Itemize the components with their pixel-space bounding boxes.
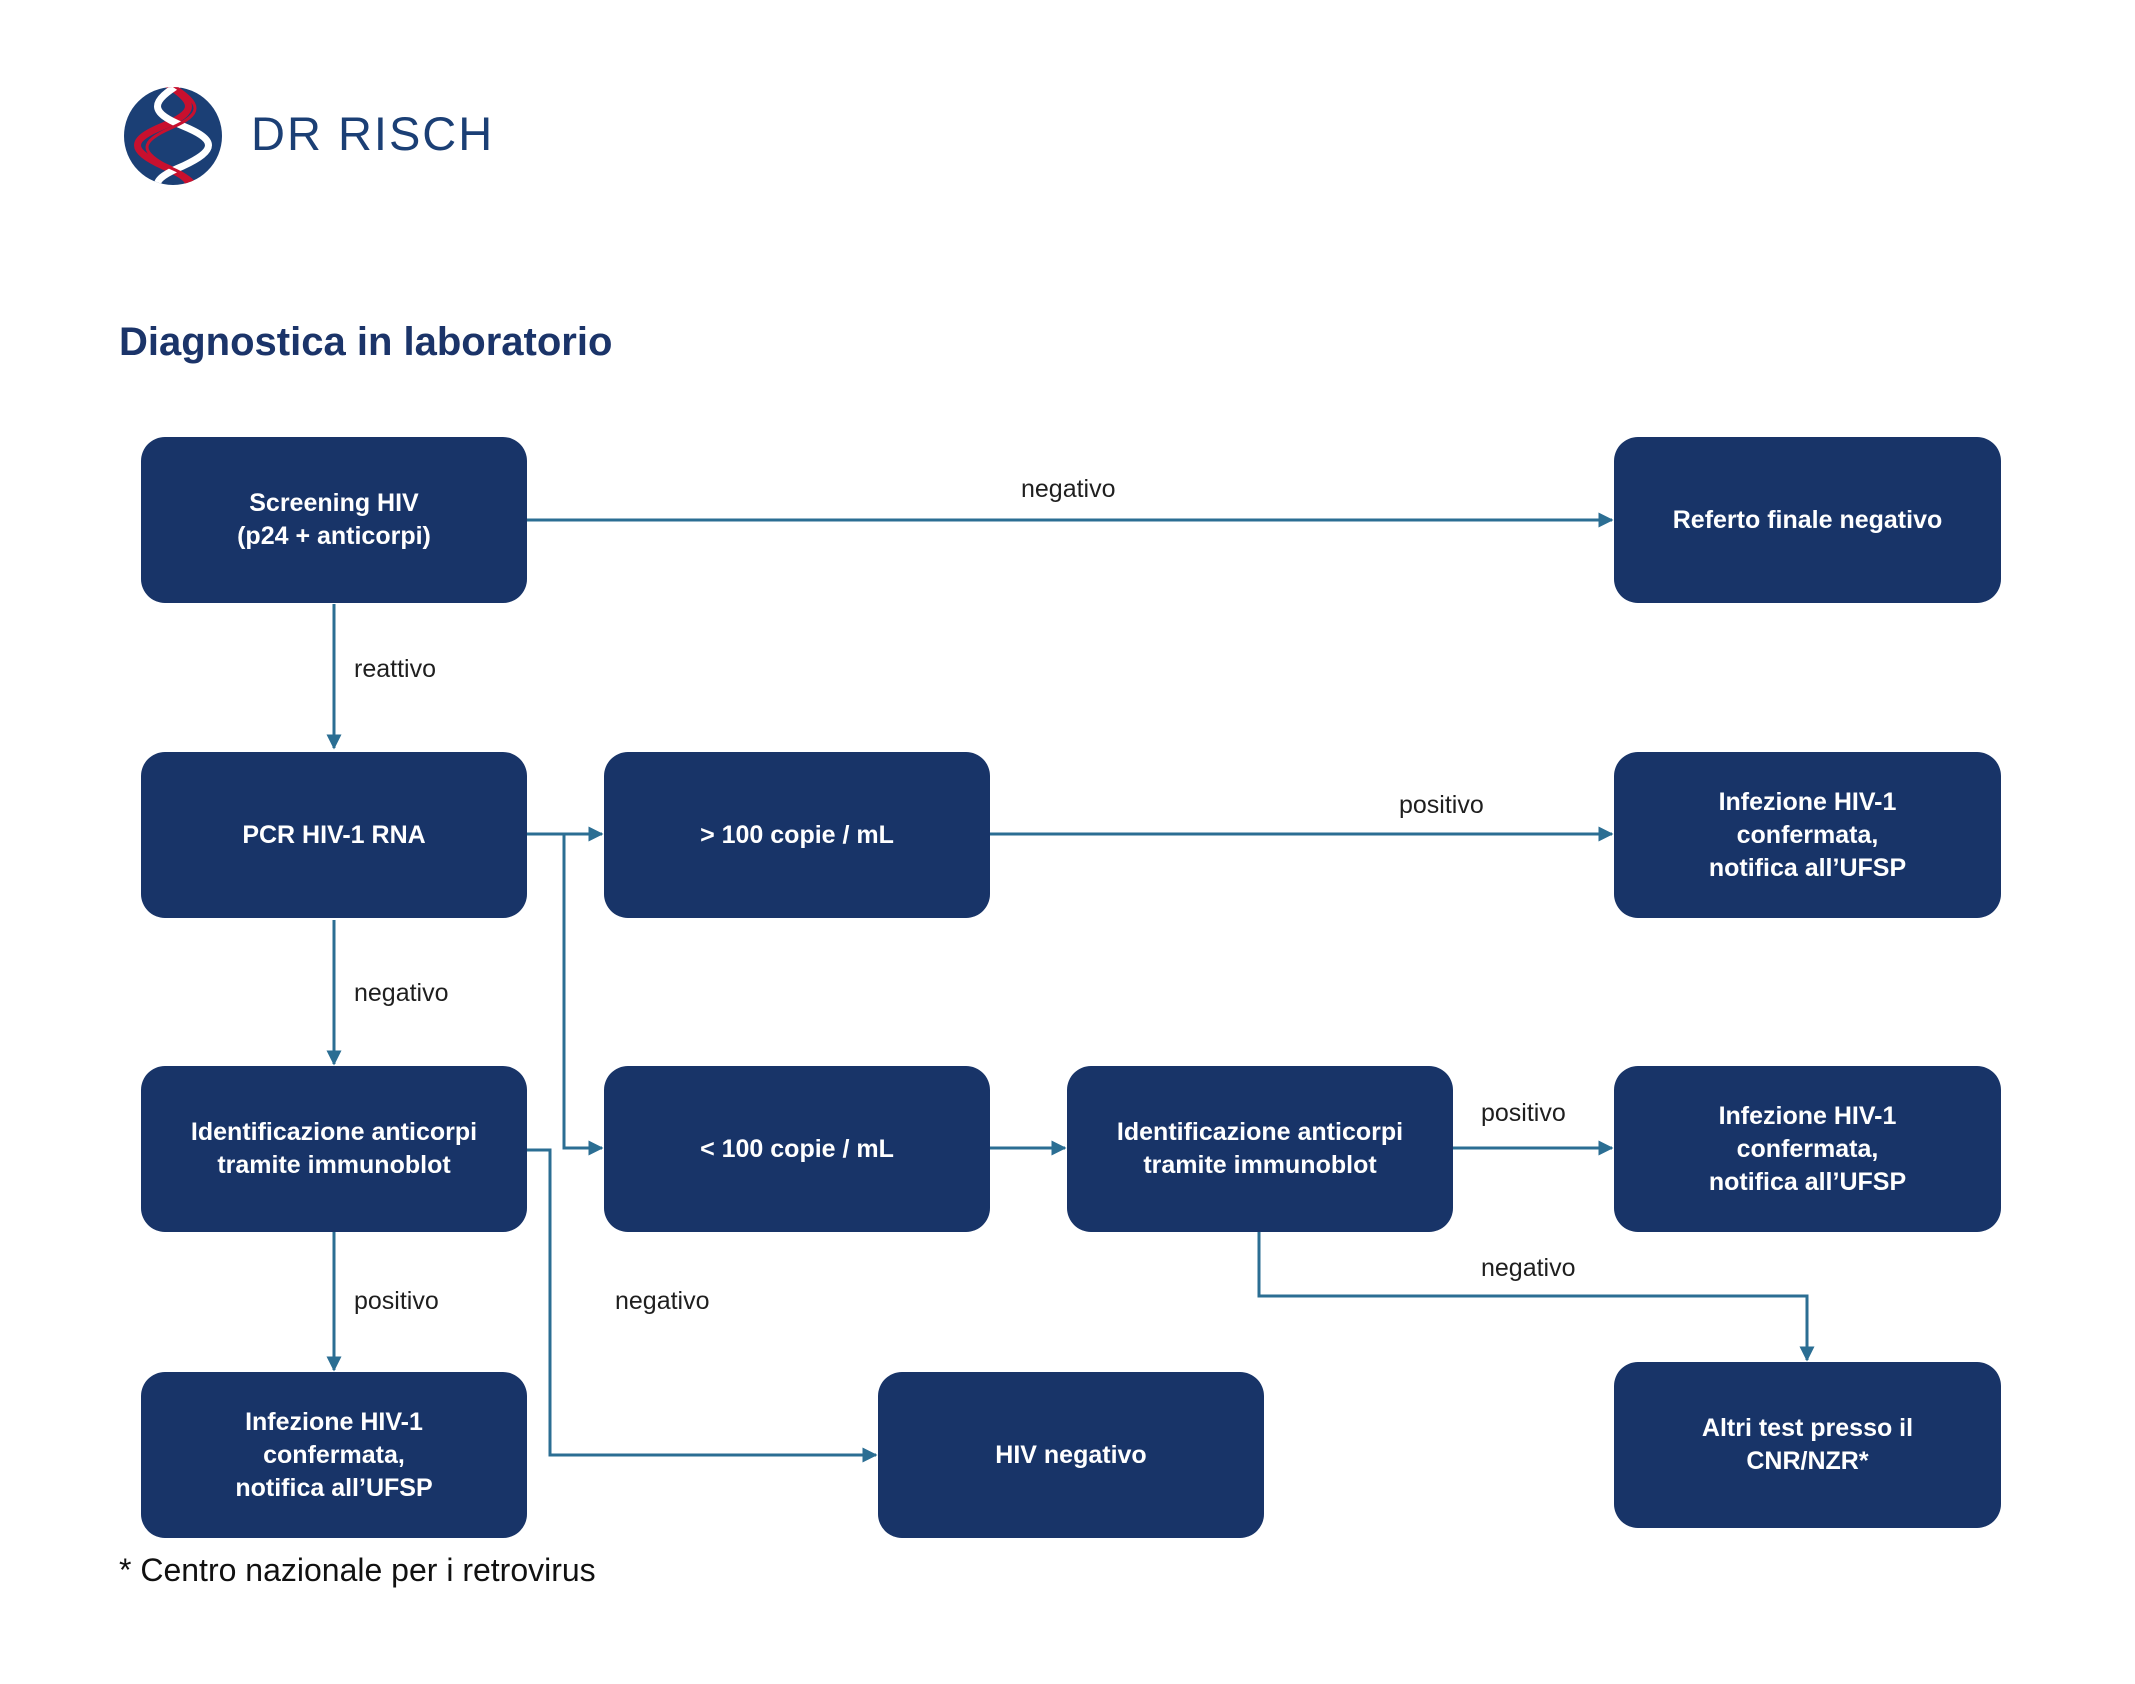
node-hiv-negativo-label: HIV negativo — [995, 1440, 1147, 1469]
dna-helix-icon — [124, 87, 222, 185]
node-infezione-1: Infezione HIV-1 confermata, notifica all… — [1614, 752, 2001, 918]
node-infezione-3-label: Infezione HIV-1 confermata, notifica all… — [235, 1407, 433, 1502]
edge-label-immunoblot1-negativo: negativo — [615, 1287, 710, 1315]
node-gt100: > 100 copie / mL — [604, 752, 990, 918]
node-referto-negativo-label: Referto finale negativo — [1672, 505, 1943, 534]
edge-label-pcr-negativo: negativo — [354, 979, 449, 1007]
node-infezione-2-label: Infezione HIV-1 confermata, notifica all… — [1708, 1101, 1907, 1196]
edge-label-screening-reattivo: reattivo — [354, 655, 436, 683]
node-gt100-label: > 100 copie / mL — [700, 820, 894, 849]
node-immunoblot-2-label: Identificazione anticorpi tramite immuno… — [1116, 1118, 1404, 1179]
edge-immunoblot-to-hiv-negativo — [527, 1148, 878, 1463]
node-immunoblot-1: Identificazione anticorpi tramite immuno… — [141, 1066, 527, 1232]
node-infezione-3: Infezione HIV-1 confermata, notifica all… — [141, 1372, 527, 1538]
node-infezione-1-label: Infezione HIV-1 confermata, notifica all… — [1708, 787, 1907, 882]
node-immunoblot-2: Identificazione anticorpi tramite immuno… — [1067, 1066, 1453, 1232]
edge-label-immunoblot2-negativo: negativo — [1481, 1254, 1576, 1282]
node-lt100-label: < 100 copie / mL — [700, 1134, 894, 1163]
node-lt100: < 100 copie / mL — [604, 1066, 990, 1232]
node-screening-label: Screening HIV (p24 + anticorpi) — [237, 489, 431, 550]
node-altri-test: Altri test presso il CNR/NZR* — [1614, 1362, 2001, 1528]
edge-label-gt100-positivo: positivo — [1399, 791, 1484, 819]
node-screening: Screening HIV (p24 + anticorpi) — [141, 437, 527, 603]
footnote: * Centro nazionale per i retrovirus — [119, 1552, 596, 1588]
edge-label-immunoblot1-positivo: positivo — [354, 1287, 439, 1315]
node-hiv-negativo: HIV negativo — [878, 1372, 1264, 1538]
page-title: Diagnostica in laboratorio — [119, 320, 613, 364]
edge-pcr-to-lt100 — [562, 834, 604, 1156]
node-infezione-2: Infezione HIV-1 confermata, notifica all… — [1614, 1066, 2001, 1232]
node-referto-negativo: Referto finale negativo — [1614, 437, 2001, 603]
node-altri-test-label: Altri test presso il CNR/NZR* — [1701, 1414, 1914, 1475]
brand-name: DR RISCH — [251, 107, 495, 160]
node-immunoblot-1-label: Identificazione anticorpi tramite immuno… — [190, 1118, 478, 1179]
node-pcr: PCR HIV-1 RNA — [141, 752, 527, 918]
node-pcr-label: PCR HIV-1 RNA — [242, 820, 426, 849]
edge-label-screening-negativo: negativo — [1021, 475, 1116, 503]
edge-label-immunoblot2-positivo: positivo — [1481, 1099, 1566, 1127]
brand-logo: DR RISCH — [123, 86, 723, 186]
edge-immunoblot2-to-altri — [1257, 1232, 1815, 1362]
